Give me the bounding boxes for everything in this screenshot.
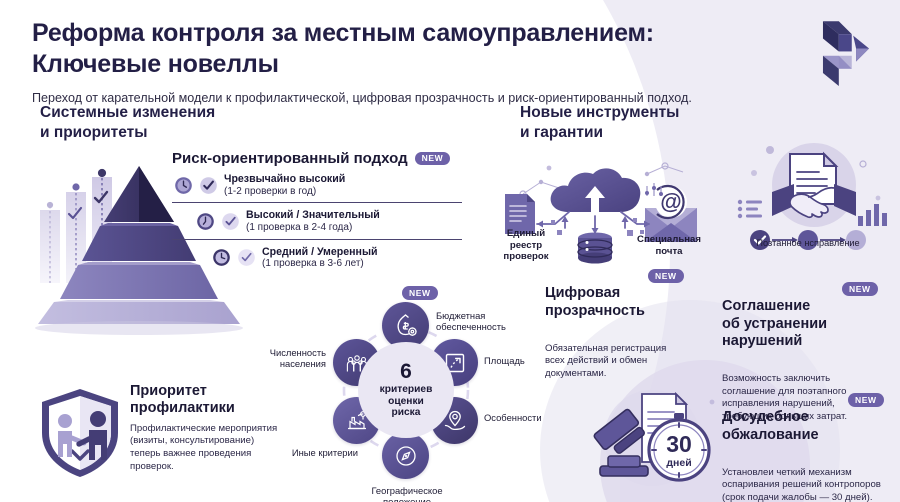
- criteria-count: 6: [400, 360, 412, 384]
- criteria-node-budget[interactable]: [382, 302, 429, 349]
- money-bag-gear-icon: [396, 313, 417, 336]
- people-group-icon: [346, 354, 367, 371]
- criteria-wheel: NEW Бюджетная обеспеченность Площадь: [270, 286, 542, 502]
- shield-handshake-icon: [42, 389, 118, 477]
- risk-row-text: Высокий / Значительный (1 проверка в 2-4…: [246, 209, 380, 233]
- compass-icon: [395, 445, 416, 466]
- criteria-label-other: Иные критерии: [291, 447, 358, 458]
- clock-icon: [175, 176, 192, 194]
- new-badge-wheel: NEW: [402, 286, 438, 300]
- criteria-wheel-center: 6 критериев оценки риска: [358, 342, 454, 438]
- prophylaxis-body: Профилактические мероприятия (визиты, ко…: [130, 422, 278, 472]
- arrow-logo: [822, 21, 870, 86]
- registry-caption: Единый реестр проверок: [503, 228, 549, 262]
- risk-approach-title-text: Риск-ориентированный подход: [172, 150, 408, 167]
- criteria-label-budget: Бюджетная обеспеченность: [436, 310, 506, 333]
- criteria-label-area: Площадь: [484, 355, 525, 366]
- risk-row[interactable]: Средний / Умеренный (1 проверка в 3-6 ле…: [172, 238, 462, 275]
- wheel-connector-lines: [342, 326, 470, 454]
- stopwatch-unit: дней: [666, 457, 691, 469]
- appeal-body: Установлеи четкий механизм оспаривания р…: [722, 466, 881, 502]
- header: Реформа контроля за местным самоуправлен…: [32, 18, 732, 106]
- risk-level-frequency: (1-2 проверки в год): [224, 185, 317, 197]
- risk-level-name: Средний / Умеренный: [262, 245, 378, 258]
- prophylaxis-title: Приоритет профилактики: [130, 383, 235, 417]
- risk-level-frequency: (1 проверка в 2-4 года): [246, 221, 353, 233]
- new-badge-agreement: NEW: [842, 282, 878, 296]
- check-icon: [238, 249, 255, 267]
- digital-transparency-block: Цифровая прозрачность NEW Обязательная р…: [545, 268, 705, 381]
- page-title: Реформа контроля за местным самоуправлен…: [32, 19, 654, 78]
- risk-approach-block: Риск-ориентированный подход NEW Чрезвыча…: [172, 150, 462, 275]
- criteria-node-geography[interactable]: [382, 432, 429, 479]
- digital-transparency-title-text: Цифровая прозрачность: [545, 285, 645, 319]
- appeal-title-text: Досудебное обжалование: [722, 409, 819, 443]
- section-heading-right: Новые инструменты и гарантии: [520, 104, 680, 142]
- new-badge-appeal: NEW: [848, 393, 884, 407]
- appeal-block: Досудебное обжалование NEW Установлеи че…: [722, 392, 894, 502]
- page-subtitle: Переход от карательной модели к профилак…: [32, 91, 692, 105]
- gavel-icon: 30 дней: [593, 390, 715, 486]
- risk-row-text: Чрезвычайно высокий (1-2 проверки в год): [224, 173, 345, 197]
- risk-row[interactable]: Высокий / Значительный (1 проверка в 2-4…: [172, 202, 462, 238]
- handshake-document-icon: [737, 143, 887, 250]
- prophylaxis-block: Приоритет профилактики Профилактические …: [130, 383, 310, 473]
- digital-transparency-title: Цифровая прозрачность NEW: [545, 268, 705, 338]
- digital-transparency-body: Обязательная регистрация всех действий и…: [545, 342, 667, 379]
- risk-row-text: Средний / Умеренный (1 проверка в 3-6 ле…: [262, 246, 378, 270]
- criteria-label-population: Численность населения: [269, 347, 326, 370]
- new-badge-risk: NEW: [414, 151, 451, 166]
- criteria-label-geography: Географическое положение: [371, 485, 443, 502]
- risk-level-name: Высокий / Значительный: [246, 209, 380, 222]
- tools-cloud-diagram: @: [505, 162, 697, 264]
- risk-row[interactable]: Чрезвычайно высокий (1-2 проверки в год): [172, 167, 462, 202]
- risk-pyramid: [35, 166, 243, 335]
- agreement-body: Возможность заключить соглашение для поэ…: [722, 372, 848, 422]
- clock-icon: [197, 213, 214, 230]
- criteria-label-features: Особенности: [484, 412, 542, 423]
- check-icon: [222, 213, 239, 230]
- clock-icon: [213, 249, 230, 267]
- factory-icon: [347, 410, 366, 429]
- check-icon: [200, 176, 217, 194]
- risk-level-frequency: (1 проверка в 3-6 лет): [262, 258, 364, 270]
- new-badge-digital: NEW: [648, 269, 684, 283]
- location-pin-hand-icon: [444, 410, 465, 430]
- agreement-block: Соглашение об устранении нарушений NEW В…: [722, 281, 892, 424]
- mail-caption: Специальная почта: [637, 234, 701, 257]
- agreement-title-text: Соглашение об устранении нарушений: [722, 298, 828, 350]
- agreement-title: Соглашение об устранении нарушений NEW: [722, 281, 892, 368]
- section-heading-left: Системные изменения и приоритеты: [40, 104, 216, 142]
- stopwatch-number: 30: [666, 431, 692, 457]
- appeal-title: Досудебное обжалование NEW: [722, 392, 894, 462]
- risk-level-name: Чрезвычайно высокий: [224, 173, 346, 185]
- svg-text:@: @: [660, 189, 681, 214]
- stepwise-caption: Позтанное нсправление: [756, 238, 860, 248]
- risk-approach-title: Риск-ориентированный подход NEW: [172, 150, 462, 167]
- criteria-center-label: критериев оценки риска: [379, 384, 433, 419]
